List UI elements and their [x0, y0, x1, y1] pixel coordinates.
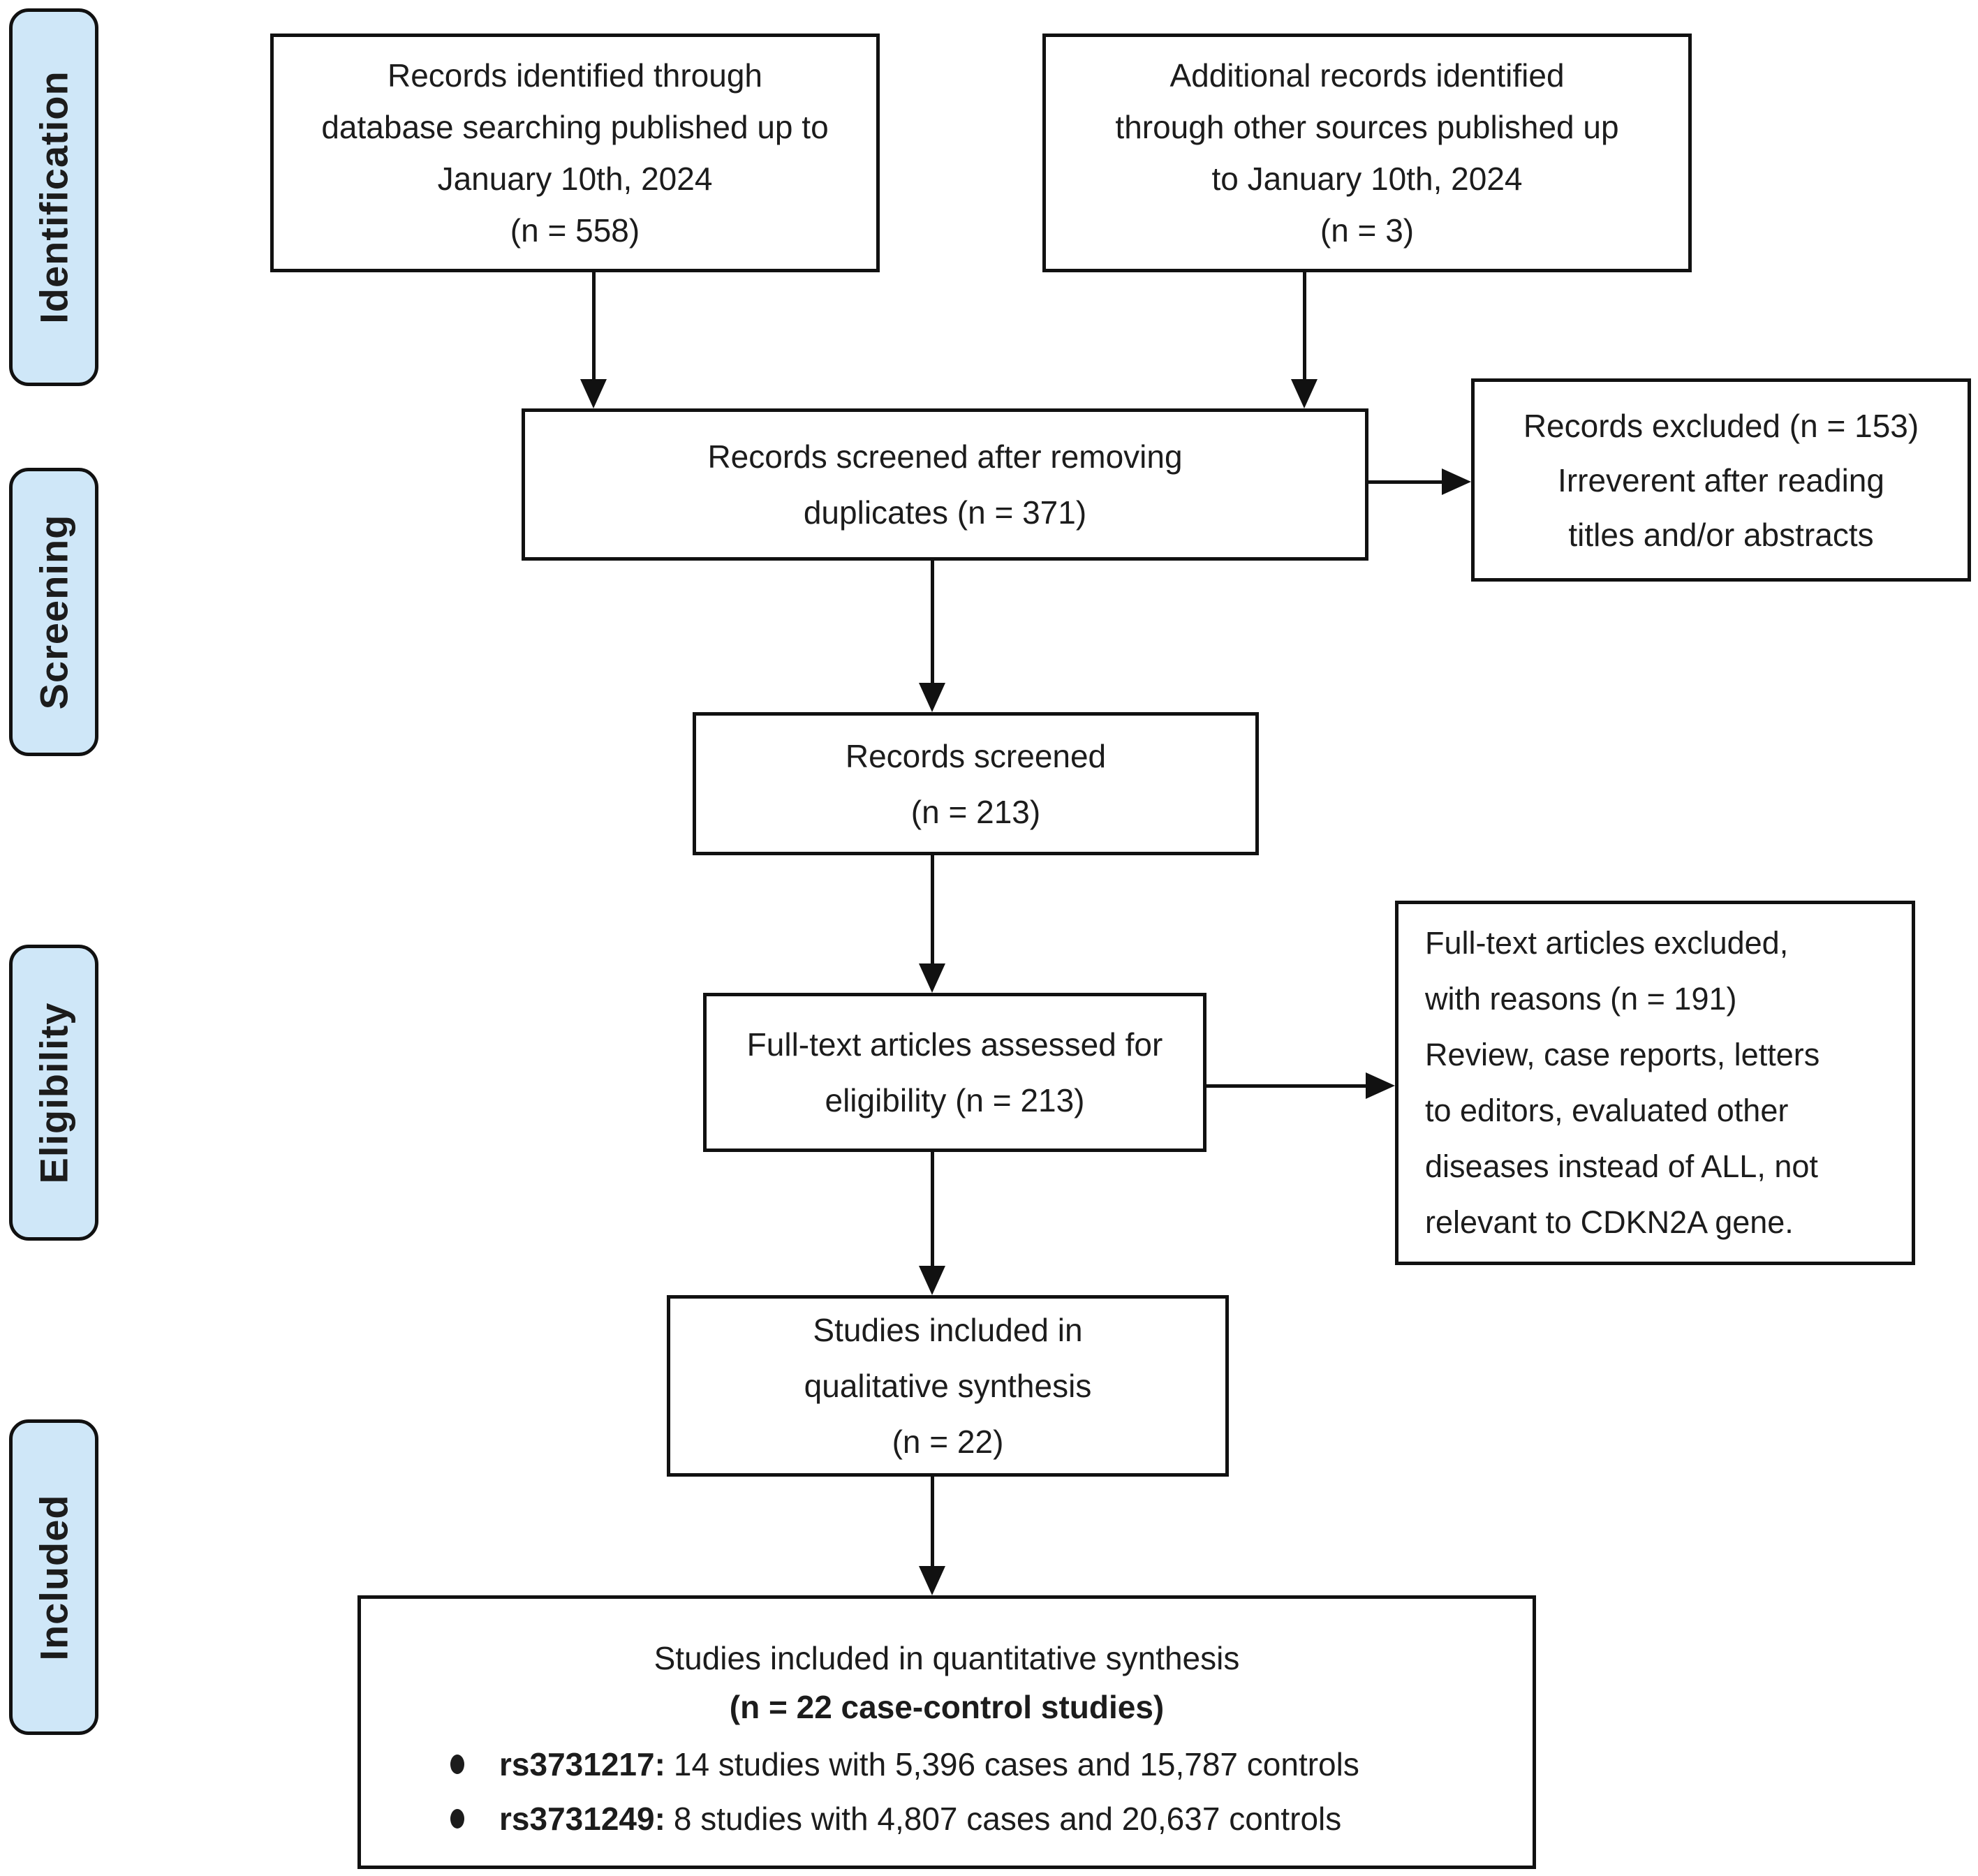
connector-screened-to-excluded-line: [1368, 480, 1442, 484]
box-records-screened-after-duplicates: Records screened after removing duplicat…: [522, 408, 1368, 561]
box-text-line: Records identified through: [388, 57, 762, 94]
bullet-icon: [450, 1809, 464, 1829]
box-text-line: Records excluded (n = 153): [1523, 407, 1919, 444]
box-text-line: to editors, evaluated other: [1425, 1093, 1789, 1128]
box-text-line: (n = 3): [1320, 212, 1415, 249]
box-text-line: database searching published up to: [321, 109, 829, 145]
box-records-screened: Records screened (n = 213): [693, 712, 1259, 855]
box-text-line: Additional records identified: [1169, 57, 1565, 94]
connector-fulltext-to-excluded-line: [1206, 1084, 1366, 1088]
box-text-line: to January 10th, 2024: [1211, 161, 1523, 197]
snp-label: rs3731249:: [499, 1801, 665, 1837]
stage-identification: Identification: [9, 8, 98, 386]
stage-screening-label: Screening: [31, 514, 76, 710]
box-fulltext-excluded: Full-text articles excluded, with reason…: [1395, 901, 1915, 1265]
bullet-icon: [450, 1755, 464, 1774]
connector-db-to-screened-line: [592, 272, 596, 381]
box-text-line: Studies included in: [813, 1312, 1083, 1348]
quantitative-subtitle: (n = 22 case-control studies): [729, 1689, 1165, 1725]
stage-eligibility-label: Eligibility: [31, 1002, 76, 1183]
list-item: rs3731217: 14 studies with 5,396 cases a…: [361, 1743, 1533, 1786]
arrow-right-icon: [1366, 1072, 1395, 1099]
snp-label: rs3731217:: [499, 1746, 665, 1782]
box-text-line: Records screened after removing: [707, 438, 1183, 475]
box-text-line: titles and/or abstracts: [1568, 516, 1874, 553]
quantitative-title: Studies included in quantitative synthes…: [654, 1640, 1240, 1676]
arrow-down-icon: [919, 1566, 945, 1595]
connector-qualitative-to-quantitative-line: [931, 1477, 934, 1567]
box-additional-records-other-sources: Additional records identified through ot…: [1042, 34, 1692, 272]
box-text-line: with reasons (n = 191): [1425, 981, 1737, 1017]
box-fulltext-assessed: Full-text articles assessed for eligibil…: [703, 993, 1206, 1152]
box-text-line: qualitative synthesis: [804, 1368, 1092, 1404]
stage-included: Included: [9, 1419, 98, 1735]
box-text-line: Irreverent after reading: [1558, 461, 1884, 498]
arrow-down-icon: [1291, 379, 1318, 408]
snp-detail: 8 studies with 4,807 cases and 20,637 co…: [673, 1801, 1342, 1837]
arrow-down-icon: [919, 1266, 945, 1295]
arrow-down-icon: [919, 963, 945, 993]
box-text-line: diseases instead of ALL, not: [1425, 1149, 1818, 1184]
connector-other-to-screened-line: [1303, 272, 1306, 381]
connector-fulltext-to-qualitative-line: [931, 1152, 934, 1266]
connector-screened-to-records-line: [931, 561, 934, 684]
box-text-line: January 10th, 2024: [437, 161, 713, 197]
stage-identification-label: Identification: [31, 71, 76, 324]
box-text-line: Full-text articles assessed for: [746, 1026, 1163, 1063]
snp-detail: 14 studies with 5,396 cases and 15,787 c…: [673, 1746, 1359, 1782]
box-text-line: through other sources published up: [1115, 109, 1619, 145]
list-item: rs3731249: 8 studies with 4,807 cases an…: [361, 1797, 1533, 1840]
box-text-line: (n = 558): [510, 212, 640, 249]
arrow-down-icon: [580, 379, 607, 408]
box-text-line: duplicates (n = 371): [803, 494, 1087, 531]
stage-eligibility: Eligibility: [9, 945, 98, 1241]
box-quantitative-synthesis: Studies included in quantitative synthes…: [357, 1595, 1536, 1869]
box-text-line: relevant to CDKN2A gene.: [1425, 1204, 1794, 1240]
arrow-down-icon: [919, 683, 945, 712]
box-text-line: Full-text articles excluded,: [1425, 925, 1789, 961]
box-text-line: (n = 213): [910, 793, 1041, 830]
arrow-right-icon: [1442, 468, 1471, 495]
box-text-line: eligibility (n = 213): [825, 1082, 1085, 1118]
box-records-identified-database: Records identified through database sear…: [270, 34, 880, 272]
stage-screening: Screening: [9, 468, 98, 756]
connector-records-to-fulltext-line: [931, 855, 934, 964]
box-text-line: Review, case reports, letters: [1425, 1037, 1820, 1072]
box-text-line: (n = 22): [892, 1424, 1004, 1460]
box-qualitative-synthesis: Studies included in qualitative synthesi…: [667, 1295, 1229, 1477]
box-text-line: Records screened: [845, 737, 1107, 774]
box-records-excluded: Records excluded (n = 153) Irreverent af…: [1471, 378, 1971, 582]
stage-included-label: Included: [31, 1493, 76, 1661]
